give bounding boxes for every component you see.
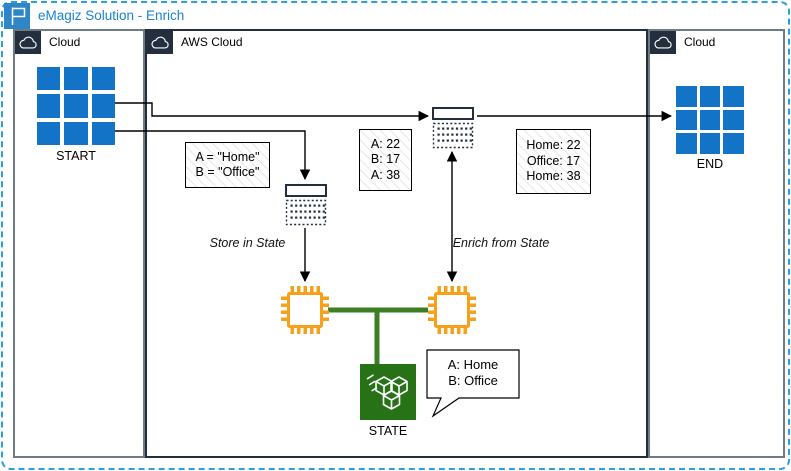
note-line: A: 38 — [370, 167, 401, 182]
cubes-icon — [366, 374, 408, 410]
bubble-line: B: Office — [448, 373, 498, 388]
cloud-icon — [650, 31, 676, 54]
note-line: B: 17 — [370, 152, 401, 167]
container-label: AWS Cloud — [181, 35, 243, 49]
enrich-keyboard-icon — [432, 107, 474, 149]
keyboard-keys — [437, 127, 472, 142]
start-node-grid — [37, 67, 115, 145]
container-label: Cloud — [684, 35, 716, 49]
cloud-icon — [15, 31, 41, 54]
keyboard-keys — [290, 204, 325, 219]
store-processor-chip-icon — [281, 286, 329, 334]
cloud-icon — [147, 31, 173, 54]
state-store-node — [360, 364, 416, 420]
end-label: END — [696, 157, 724, 171]
store-in-state-label: Store in State — [209, 236, 286, 250]
enrich-from-state-label: Enrich from State — [452, 236, 550, 250]
note-variables: A = "Home" B = "Office" — [185, 142, 270, 188]
end-node-grid — [676, 86, 744, 154]
note-input-messages: A: 22 B: 17 A: 38 — [359, 129, 412, 191]
diagram-title: eMagiz Solution - Enrich — [38, 8, 185, 23]
bubble-line: A: Home — [447, 357, 499, 372]
state-contents-text: A: Home B: Office — [427, 357, 519, 389]
store-keyboard-icon — [285, 184, 327, 226]
note-line: Home: 38 — [526, 169, 581, 184]
note-line: A: 22 — [370, 136, 401, 151]
note-output-messages: Home: 22 Office: 17 Home: 38 — [516, 129, 591, 194]
note-line: B = "Office" — [195, 165, 260, 179]
flag-icon — [4, 3, 30, 29]
enrich-processor-chip-icon — [428, 286, 476, 334]
note-line: Home: 22 — [526, 138, 581, 153]
state-label: STATE — [368, 424, 408, 438]
container-label: Cloud — [49, 35, 81, 49]
start-label: START — [56, 149, 96, 163]
note-line: A = "Home" — [195, 149, 260, 164]
note-line: Office: 17 — [526, 153, 581, 168]
